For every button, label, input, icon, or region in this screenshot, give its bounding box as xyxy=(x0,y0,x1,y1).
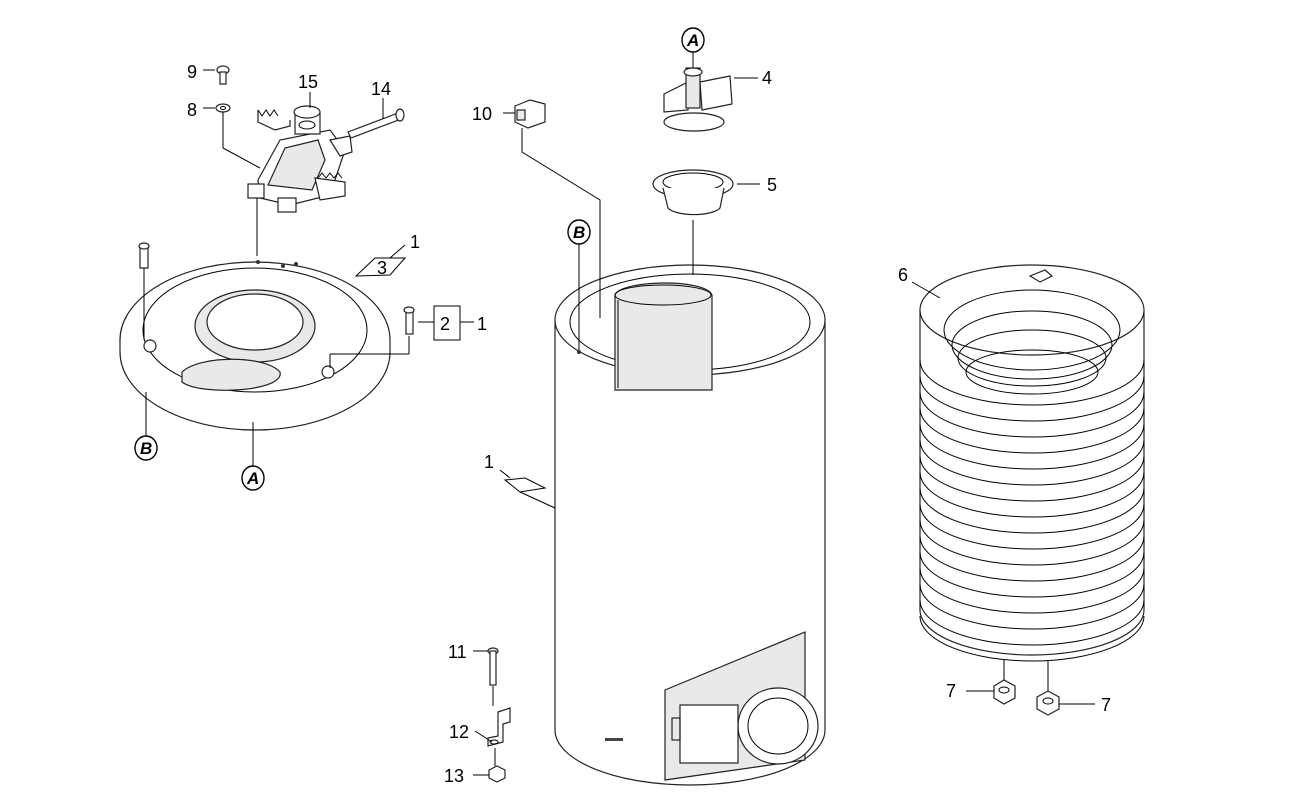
coil-6 xyxy=(919,264,1145,656)
impeller-4 xyxy=(663,67,733,132)
ref-marker-a-plate: A xyxy=(241,465,265,491)
callout-7-right: 7 xyxy=(1101,695,1111,715)
callout-6: 6 xyxy=(898,265,908,285)
coil-ring-arc xyxy=(919,359,1145,406)
callout-9: 9 xyxy=(187,62,197,82)
coil-ring-arc xyxy=(919,487,1145,534)
callout-1-top: 1 xyxy=(410,232,420,252)
coil-ring-arc xyxy=(919,519,1145,566)
nut-13 xyxy=(488,765,506,783)
callout-8: 8 xyxy=(187,100,197,120)
coil-ring-arc xyxy=(919,567,1145,614)
svg-text:B: B xyxy=(573,223,585,242)
ref-marker-a-top: A xyxy=(681,27,705,53)
coil-ring-arc xyxy=(919,407,1145,454)
mechanism-15 xyxy=(247,105,353,213)
coil-ring-arc xyxy=(919,455,1145,502)
plate-screw-left xyxy=(138,242,150,269)
ring-5 xyxy=(652,169,734,216)
svg-text:A: A xyxy=(246,469,259,488)
coil-ring-arc xyxy=(919,551,1145,598)
coil-ring-arc xyxy=(919,375,1145,422)
coil-rings xyxy=(919,359,1145,662)
coil-ring-arc xyxy=(919,503,1145,550)
callout-12: 12 xyxy=(449,722,469,742)
tank-body xyxy=(554,264,826,786)
callout-1-tank: 1 xyxy=(484,452,494,472)
base-plate xyxy=(119,260,391,431)
callout-10: 10 xyxy=(472,104,492,124)
ref-marker-b-tank: B xyxy=(567,219,591,245)
clip-12 xyxy=(487,707,511,747)
callout-2: 2 xyxy=(440,314,450,334)
svg-text:A: A xyxy=(686,31,699,50)
bracket-10 xyxy=(514,99,546,129)
callout-1-mid: 1 xyxy=(477,314,487,334)
svg-text:B: B xyxy=(140,439,152,458)
callout-15: 15 xyxy=(298,72,318,92)
coil-ring-arc xyxy=(919,471,1145,518)
coil-ring-arc xyxy=(919,599,1145,646)
ref-marker-b-plate: B xyxy=(134,435,158,461)
screw-14 xyxy=(347,108,405,139)
bolt-11 xyxy=(487,647,499,686)
callout-14: 14 xyxy=(371,79,391,99)
nut-7-left xyxy=(993,679,1016,705)
callout-13: 13 xyxy=(444,766,464,786)
screw-9 xyxy=(216,65,230,85)
coil-ring-arc xyxy=(919,439,1145,486)
callout-5: 5 xyxy=(767,175,777,195)
nut-7-right xyxy=(1036,690,1060,716)
callout-7-left: 7 xyxy=(946,681,956,701)
coil-ring-arc xyxy=(919,583,1145,630)
callout-11: 11 xyxy=(448,642,467,662)
coil-ring-arc xyxy=(919,615,1145,662)
washer-8 xyxy=(215,103,231,113)
callout-3: 3 xyxy=(377,258,387,278)
coil-ring-arc xyxy=(919,391,1145,438)
callout-4: 4 xyxy=(762,68,772,88)
coil-ring-arc xyxy=(919,423,1145,470)
screw-2 xyxy=(403,306,415,335)
coil-ring-arc xyxy=(919,535,1145,582)
